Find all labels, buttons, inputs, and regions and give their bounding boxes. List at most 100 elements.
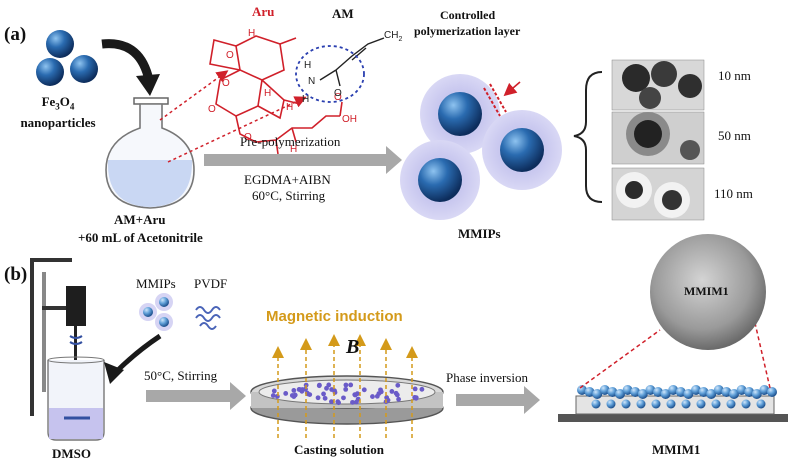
membrane-particle	[744, 387, 755, 397]
tem-image-10nm	[611, 59, 705, 111]
zoom-line-left	[579, 329, 661, 389]
dish-particle	[419, 386, 425, 392]
membrane-particle	[653, 387, 663, 397]
dish-particle	[329, 399, 334, 405]
atom-oh: OH	[342, 114, 357, 125]
conditions-a-label: 60°C, Stirring	[252, 188, 326, 203]
atom-h-2: H	[264, 88, 271, 99]
atom-h-1: H	[248, 28, 255, 39]
membrane-particle	[726, 399, 736, 409]
membrane-particle	[668, 385, 679, 395]
membrane-particle	[666, 399, 676, 409]
interaction-ellipse	[295, 45, 365, 103]
dish-particle	[354, 391, 360, 397]
membrane-particle	[607, 387, 618, 397]
dish-particle	[341, 395, 346, 401]
curved-arrow-head	[136, 74, 160, 96]
layer-arrow	[503, 81, 521, 97]
controlled-label-line1: Controlled	[440, 8, 496, 22]
dish-particle	[291, 388, 297, 393]
fe3o4-nanoparticles	[36, 30, 98, 86]
membrane-particle	[592, 389, 603, 399]
membrane-particle	[584, 387, 595, 397]
dish-particle	[283, 391, 289, 396]
casting-dish	[250, 375, 444, 425]
dish-particle	[326, 382, 332, 388]
red-arrow-to-aru	[159, 70, 229, 121]
flask-label-line2: +60 mL of Acetonitrile	[78, 230, 203, 245]
aru-molecule	[209, 35, 343, 155]
dish-particle	[348, 382, 354, 388]
membrane-particle	[698, 387, 709, 397]
dish-particle	[315, 395, 321, 401]
membrane-particle	[713, 385, 724, 395]
process-arrow-b2	[456, 386, 540, 414]
curved-arrow-b-head	[104, 362, 124, 384]
membrane-particle	[606, 399, 616, 409]
dish-particle	[395, 382, 401, 388]
membrane-particle	[683, 389, 694, 399]
tem-size-110: 110 nm	[714, 186, 753, 201]
dish-particle	[343, 382, 349, 388]
dish-particle	[329, 387, 335, 392]
membrane-particle	[577, 385, 587, 395]
am-label: AM	[332, 6, 354, 21]
membrane-label: MMIM1	[652, 442, 701, 457]
membrane-particle	[645, 385, 656, 395]
membrane-particle	[751, 389, 762, 399]
process-arrow-a	[204, 146, 402, 174]
dish-particle	[343, 386, 349, 392]
mmips-particles	[400, 74, 562, 220]
step-label: Pre-polymerization	[240, 134, 341, 149]
membrane-sem-sphere	[650, 234, 766, 350]
atom-h-am-2: H	[302, 94, 309, 105]
dish-particle	[396, 396, 402, 402]
round-bottom-flask	[105, 97, 195, 209]
panel-b-label: (b)	[4, 264, 28, 285]
curved-arrow-b	[114, 333, 162, 374]
membrane-particle	[591, 399, 601, 409]
membrane-particles	[577, 385, 777, 409]
tem-size-50: 50 nm	[718, 128, 751, 143]
pvdf-chains	[195, 306, 221, 330]
membrane-particle	[660, 389, 671, 399]
atom-o-2: O	[222, 78, 230, 89]
dish-particle	[376, 391, 382, 397]
atom-o-4: O	[244, 132, 252, 143]
atom-o-1: O	[226, 50, 234, 61]
flask-label-line1: AM+Aru	[114, 212, 166, 227]
membrane-particle	[696, 399, 706, 409]
dish-particles	[270, 382, 425, 406]
mmips-b-label: MMIPs	[136, 276, 176, 291]
dish-particle	[321, 391, 326, 397]
dish-particle	[270, 393, 276, 398]
phase-inversion-label: Phase inversion	[446, 370, 528, 385]
pvdf-label: PVDF	[194, 276, 228, 291]
atom-o-3: O	[208, 104, 216, 115]
membrane-particle	[691, 385, 701, 395]
dish-particle	[322, 395, 328, 401]
membrane-particle	[599, 385, 610, 395]
membrane	[558, 395, 788, 422]
membrane-particle	[711, 399, 721, 409]
dmso-label: DMSO	[52, 446, 91, 461]
layer-marker	[483, 87, 501, 117]
sem-sphere-label: MMIM1	[684, 284, 729, 298]
membrane-particle	[741, 399, 751, 409]
membrane-particle	[759, 385, 770, 395]
dish-particle	[354, 399, 359, 405]
reagents-label: EGDMA+AIBN	[244, 172, 331, 187]
membrane-particle	[630, 387, 641, 397]
dish-particle	[324, 385, 329, 391]
controlled-label-line2: polymerization layer	[414, 24, 521, 38]
membrane-particle	[651, 399, 661, 409]
dish-particle	[370, 394, 375, 399]
casting-solution-label: Casting solution	[294, 442, 384, 457]
mmips-product-label: MMIPs	[458, 226, 501, 241]
dish-particle	[336, 400, 341, 406]
red-arrow-to-am	[167, 96, 307, 163]
atom-o-am: O	[334, 88, 342, 99]
fe3o4-label: Fe3O4 nanoparticles	[20, 94, 96, 130]
atom-h-4: H	[290, 144, 297, 155]
